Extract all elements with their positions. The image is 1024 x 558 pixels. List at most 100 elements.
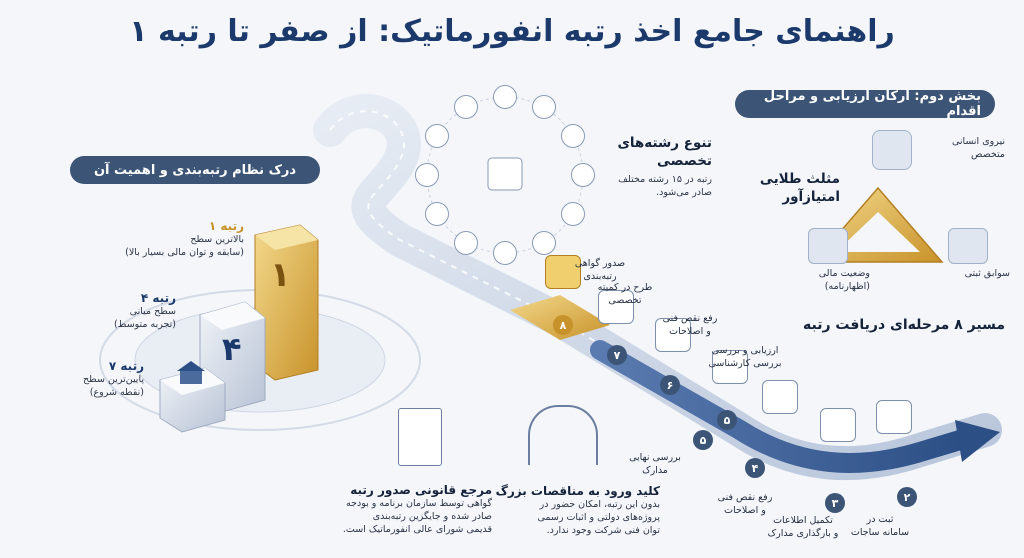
step-8-line1: بررسی نهایی bbox=[629, 452, 681, 463]
step-2-line1: طرح در کمیته bbox=[597, 282, 653, 293]
step-7-line2: سامانه ساجات bbox=[850, 526, 910, 538]
hr-icon bbox=[872, 130, 912, 170]
rank-1-line1: بالاترین سطح bbox=[190, 234, 244, 246]
step-4-icon bbox=[712, 350, 748, 384]
step-8-line2: مدارک bbox=[642, 464, 668, 476]
records-icon bbox=[948, 228, 988, 264]
financial-icon bbox=[808, 228, 848, 264]
rank-1-name: رتبه ۱ bbox=[208, 219, 244, 233]
pillar-fin-2: (اظهارنامه) bbox=[824, 280, 870, 292]
specialty-icon bbox=[571, 163, 595, 187]
specialties-block: تنوع رشته‌های تخصصی رتبه در ۱۵ رشته مختل… bbox=[592, 134, 712, 200]
pillar-fin-1: وضعیت مالی bbox=[818, 268, 870, 279]
step-1-number: ۸ bbox=[553, 315, 573, 335]
step-6-line2: و بارگذاری مدارک bbox=[767, 527, 839, 539]
rank-4-digit: ۴ bbox=[222, 330, 242, 368]
arrow-head bbox=[955, 420, 1000, 462]
specialty-icon bbox=[454, 230, 478, 255]
step-5-line2: و اصلاحات bbox=[724, 504, 766, 516]
step-7-icon bbox=[876, 400, 912, 434]
pillar-fin: وضعیت مالی (اظهارنامه) bbox=[790, 268, 870, 294]
specialty-icon bbox=[560, 202, 585, 226]
step-4-line2: بررسی کارشناسی bbox=[708, 357, 782, 369]
specialties-desc-1: رتبه در ۱۵ رشته مختلف bbox=[618, 174, 712, 186]
legal-line2: صادر شده و جایگزین رتبه‌بندی bbox=[372, 511, 492, 522]
step-8-number: ۵ bbox=[693, 430, 713, 450]
rank-7-name: رتبه ۷ bbox=[108, 359, 144, 373]
section2-label: بخش دوم: ارکان ارزیابی و مراحل اقدام bbox=[735, 89, 995, 119]
pillar-rec: سوابق ثبتی bbox=[935, 268, 1010, 281]
rank-1-line2: (سابقه و توان مالی بسیار بالا) bbox=[125, 247, 244, 258]
key-line2: پروژه‌های دولتی و اثبات رسمی bbox=[537, 512, 661, 523]
step-3-line2: و اصلاحات bbox=[669, 325, 711, 337]
step-6-icon bbox=[820, 408, 856, 442]
legal-title: مرجع قانونی صدور رتبه bbox=[350, 483, 492, 497]
specialty-icon bbox=[425, 124, 450, 148]
triangle-title-2: امتیازآور bbox=[782, 189, 840, 206]
specialties-title-1: تنوع رشته‌های bbox=[617, 135, 712, 151]
step-4-number: ۵ bbox=[717, 410, 737, 430]
rank-4-name: رتبه ۴ bbox=[140, 291, 176, 305]
rank-7-block: رتبه ۷ پایین‌ترین سطح (نقطه شروع) bbox=[14, 358, 144, 400]
step-5-icon bbox=[762, 380, 798, 414]
step-2-number: ۷ bbox=[607, 345, 627, 365]
step-2-icon bbox=[598, 290, 634, 324]
specialties-hub bbox=[426, 96, 584, 254]
key-title: کلید ورود به مناقصات بزرگ bbox=[495, 484, 660, 498]
specialty-icon bbox=[454, 95, 478, 120]
key-line3: توان فنی شرکت وجود ندارد. bbox=[546, 524, 660, 536]
step-7-line1: ثبت در bbox=[866, 514, 894, 525]
rank-1-digit: ۱ bbox=[270, 255, 291, 295]
legal-block: مرجع قانونی صدور رتبه گواهی توسط سازمان … bbox=[322, 482, 492, 537]
handshake-icon bbox=[545, 255, 581, 289]
step-3-icon bbox=[655, 318, 691, 352]
step-1-line2: رتبه‌بندی bbox=[583, 270, 617, 282]
step-6-line1: تکمیل اطلاعات bbox=[773, 515, 833, 526]
legal-line1: گواهی توسط سازمان برنامه و بودجه bbox=[346, 498, 492, 510]
step-3-number: ۶ bbox=[660, 375, 680, 395]
gate-icon bbox=[528, 405, 598, 465]
rank-7-line1: پایین‌ترین سطح bbox=[83, 374, 144, 386]
rank-4-line2: (تجربه متوسط) bbox=[113, 319, 176, 330]
pillar-rec-1: سوابق ثبتی bbox=[964, 268, 1010, 279]
step-3-line1: رفع نقص فنی bbox=[662, 313, 718, 324]
rank-4-line1: سطح میانی bbox=[129, 306, 176, 318]
pillar-hr: نیروی انسانی متخصص bbox=[915, 136, 1005, 162]
triangle-title-1: مثلث طلایی bbox=[759, 171, 840, 187]
step-6-number: ۳ bbox=[825, 493, 845, 513]
specialty-icon bbox=[415, 163, 439, 187]
step-2-line2: تخصصی bbox=[608, 294, 642, 306]
pillar-hr-1: نیروی انسانی bbox=[951, 136, 1005, 147]
rank-4-block: رتبه ۴ سطح میانی (تجربه متوسط) bbox=[36, 290, 176, 332]
specialty-icon bbox=[560, 124, 585, 148]
key-line1: بدون این رتبه، امکان حضور در bbox=[539, 499, 660, 511]
pillar-hr-2: متخصص bbox=[971, 148, 1005, 160]
rank-1-block: رتبه ۱ بالاترین سطح (سابقه و توان مالی ب… bbox=[64, 218, 244, 260]
specialty-icon bbox=[493, 85, 517, 109]
step-1-line1: صدور گواهی bbox=[574, 258, 626, 269]
specialties-title-2: تخصصی bbox=[656, 153, 712, 170]
legal-line3: قدیمی شورای عالی انفورماتیک است. bbox=[342, 523, 492, 535]
section1-label: درک نظام رتبه‌بندی و اهمیت آن bbox=[70, 156, 320, 184]
triangle-title-block: مثلث طلایی امتیازآور bbox=[740, 170, 840, 206]
specialty-icon bbox=[532, 230, 556, 255]
specialties-desc-2: صادر می‌شود. bbox=[656, 187, 712, 199]
progress-arrow bbox=[590, 340, 970, 473]
rank-7-line2: (نقطه شروع) bbox=[89, 387, 144, 398]
step-5-line1: رفع نقص فنی bbox=[717, 492, 773, 503]
specialty-icon bbox=[425, 202, 450, 226]
step-5-number: ۴ bbox=[745, 458, 765, 478]
certificate-icon bbox=[398, 408, 442, 466]
house-icon bbox=[177, 361, 205, 384]
step-7-number: ۲ bbox=[897, 487, 917, 507]
path-title: مسیر ۸ مرحله‌ای دریافت رتبه bbox=[803, 317, 1005, 333]
specialty-icon bbox=[493, 241, 517, 265]
